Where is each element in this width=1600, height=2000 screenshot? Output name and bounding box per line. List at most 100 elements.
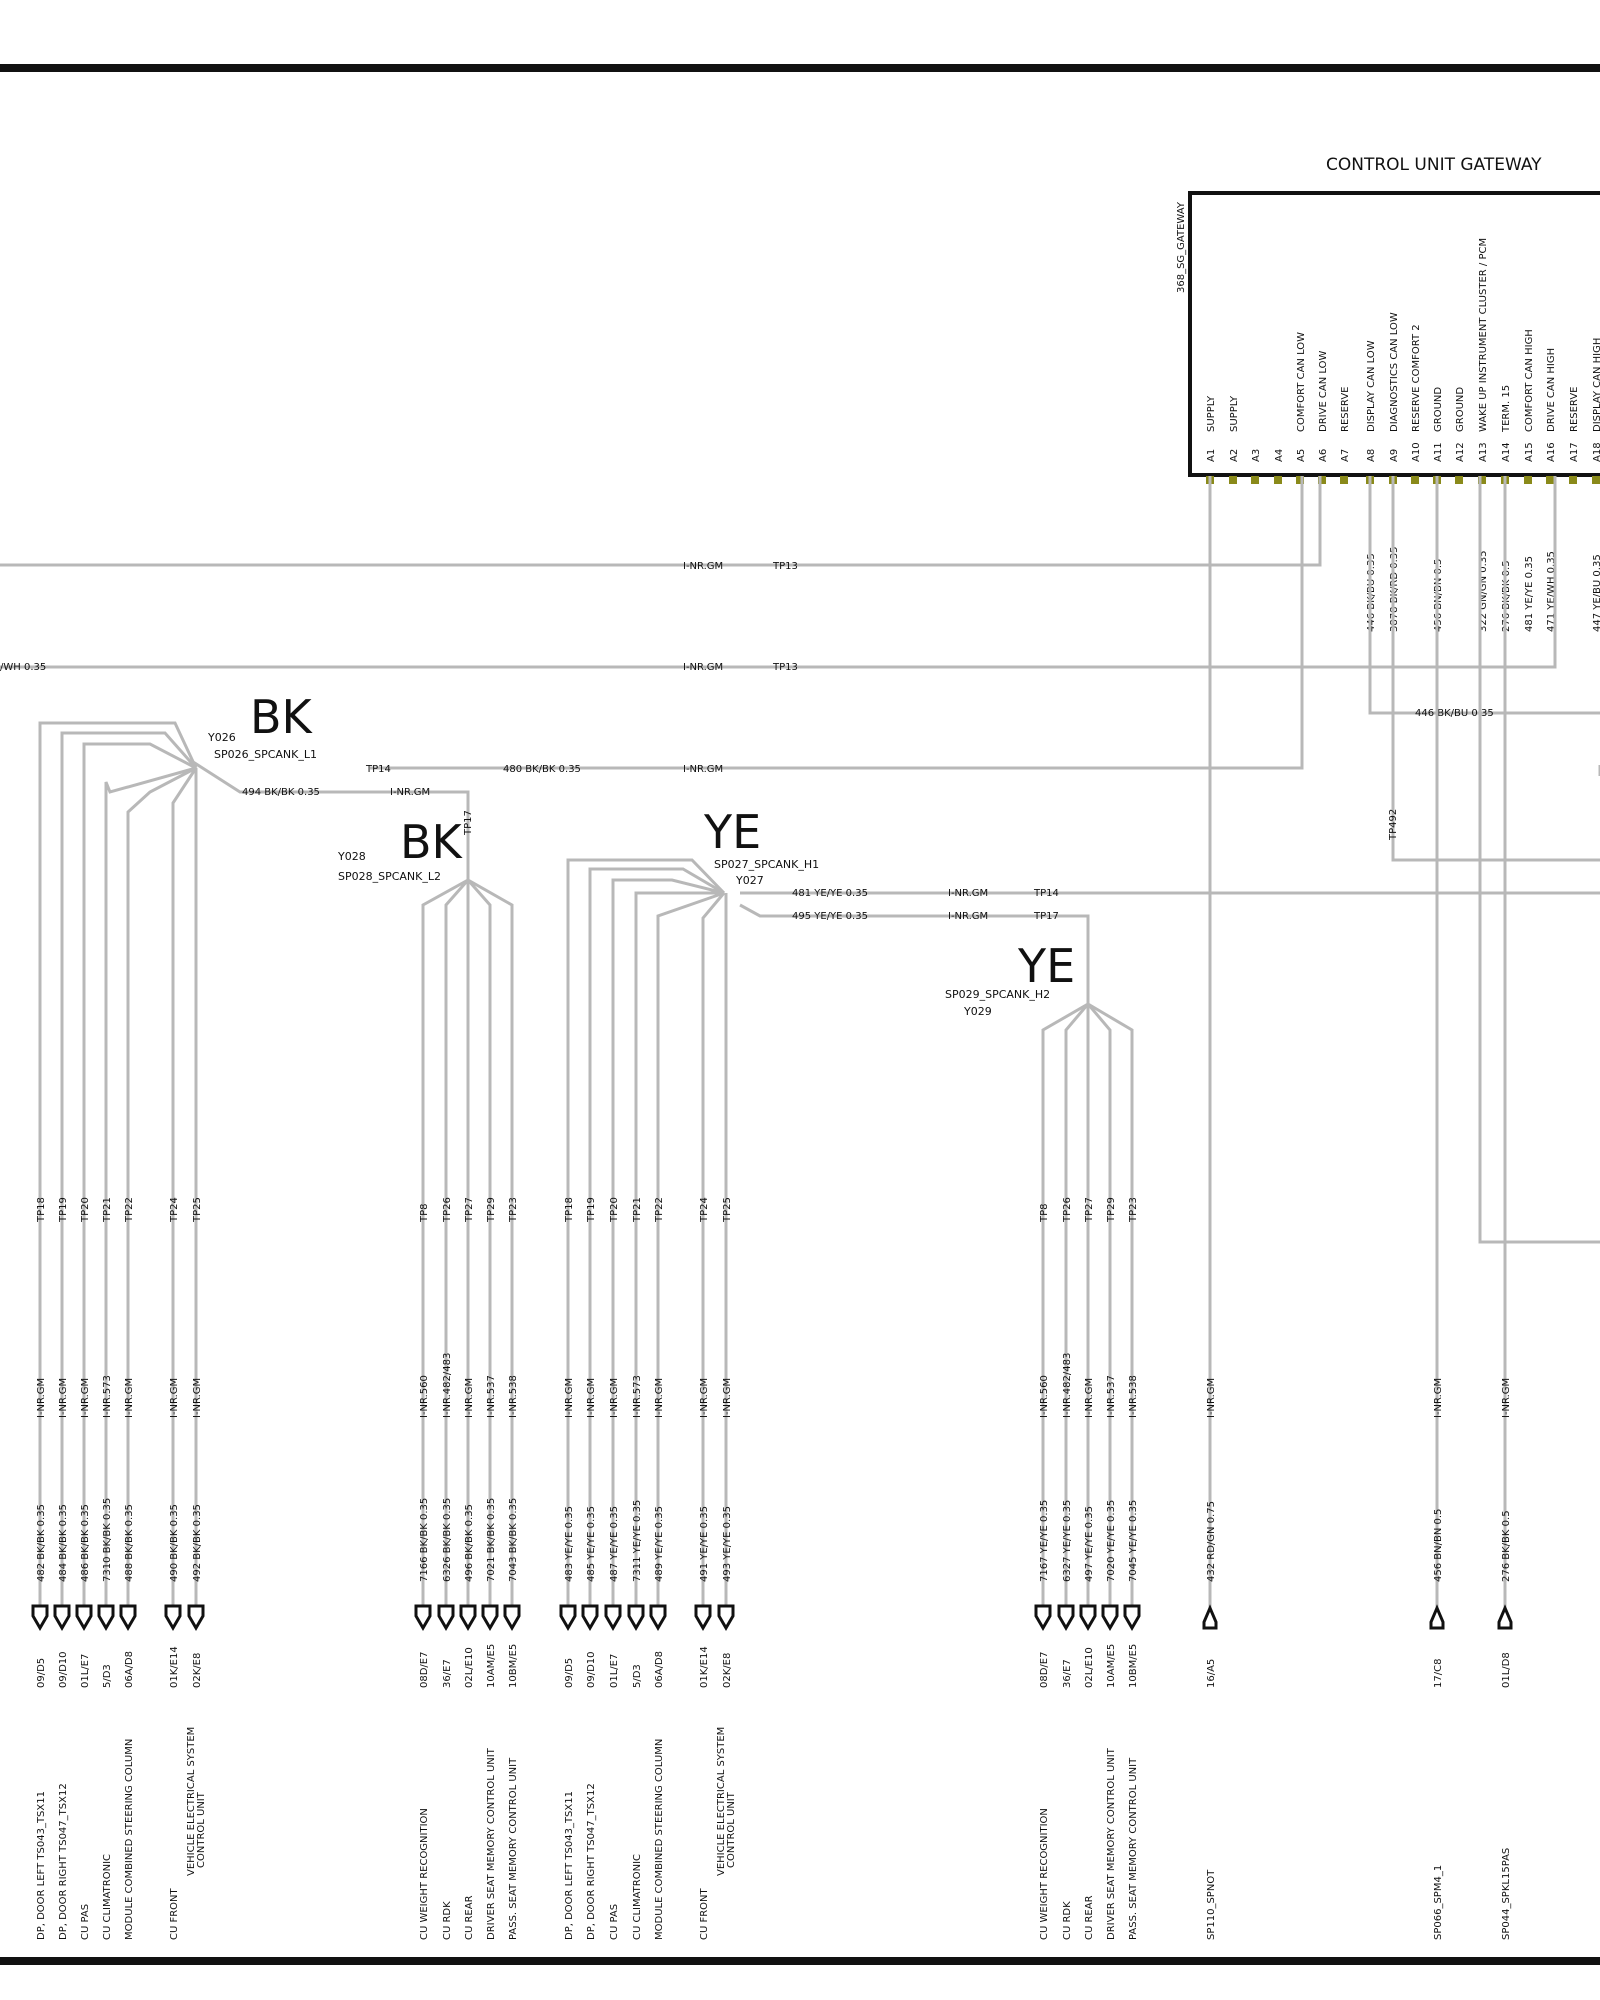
drop-destination-label: CU FRONT	[169, 1887, 180, 1940]
connector-symbol	[559, 1604, 577, 1631]
gateway-pin-number: A13	[1478, 442, 1489, 462]
connector-symbol	[414, 1604, 432, 1631]
drop-tp-label: TP18	[564, 1197, 575, 1223]
drop-destination-label: CU REAR	[464, 1895, 475, 1940]
gateway-pin-number: A17	[1569, 442, 1580, 462]
wire-481-note: I-NR.GM	[948, 888, 988, 899]
connector-symbol	[75, 1604, 93, 1631]
splice-color-y027: YE	[703, 805, 761, 859]
connector-symbol	[604, 1604, 622, 1631]
drop-wire-label: 486 BK/BK 0.35	[80, 1504, 91, 1582]
drop-wire-label: 492 BK/BK 0.35	[192, 1504, 203, 1582]
connector-symbol	[437, 1604, 455, 1631]
drop-destination-label: CU WEIGHT RECOGNITION	[419, 1808, 430, 1940]
splice-name-y028: SP028_SPCANK_L2	[338, 870, 441, 883]
wire-446-label: 446 BK/BU 0.35	[1415, 708, 1494, 719]
bottom-border	[0, 1957, 1600, 1965]
drop-tp-label: TP24	[699, 1197, 710, 1223]
connector-symbol	[187, 1604, 205, 1631]
drop-pin-label: 5/D3	[632, 1664, 643, 1688]
splice-id-y027: Y027	[735, 874, 764, 887]
gateway-pin-number: A11	[1433, 442, 1444, 462]
gateway-pin-name: RESERVE	[1340, 387, 1351, 433]
drop-note-label: I-NR.GM	[1206, 1378, 1217, 1418]
gateway-pin-number: A14	[1501, 442, 1512, 462]
connector-symbol	[1079, 1604, 1097, 1631]
drop-pin-label: 01L/E7	[80, 1654, 91, 1688]
connector-symbol	[164, 1604, 182, 1631]
gateway-wire-label: 322 GN/GN 0.35	[1478, 550, 1489, 632]
drop-pin-label: 06A/D8	[124, 1651, 135, 1688]
drop-tp-label: TP26	[442, 1197, 453, 1223]
wire-480-label: 480 BK/BK 0.35	[503, 764, 581, 775]
row1-note: I-NR.GM	[683, 561, 723, 572]
gateway-pin-name: GROUND	[1433, 387, 1444, 432]
wire-494-note: I-NR.GM	[390, 787, 430, 798]
connector-symbol	[503, 1604, 521, 1631]
drop-destination-label: CU CLIMATRONIC	[102, 1854, 113, 1940]
splice-id-y026: Y026	[207, 731, 236, 744]
tp492-label: TP492	[1388, 809, 1399, 841]
drop-pin-label: 16/A5	[1206, 1659, 1217, 1688]
drop-tp-label: TP19	[58, 1197, 69, 1223]
drop-destination-label: VEHICLE ELECTRICAL SYSTEM	[716, 1727, 727, 1876]
connector-symbol	[459, 1604, 477, 1631]
drop-note-label: I-NR.560	[419, 1375, 430, 1418]
connector-symbol	[1429, 1604, 1445, 1630]
drop-tp-label: TP26	[1062, 1197, 1073, 1223]
drop-pin-label: 01L/D8	[1501, 1652, 1512, 1688]
drop-destination-label: SP110_SPNOT	[1206, 1869, 1217, 1940]
gateway-pin-number: A10	[1411, 442, 1422, 462]
drop-pin-label: 02L/E10	[1084, 1647, 1095, 1688]
drop-tp-label: TP25	[722, 1197, 733, 1223]
drop-wire-label: 490 BK/BK 0.35	[169, 1504, 180, 1582]
drop-tp-label: TP21	[102, 1197, 113, 1223]
drop-wire-label: 7167 YE/YE 0.35	[1039, 1500, 1050, 1582]
drop-note-label: I-NR.GM	[586, 1378, 597, 1418]
gateway-wire-label: 481 YE/YE 0.35	[1524, 556, 1535, 632]
drop-destination-label: CU RDK	[442, 1901, 453, 1940]
connector-symbol	[97, 1604, 115, 1631]
drop-pin-label: 01K/E14	[169, 1646, 180, 1688]
drop-note-label: I-NR.537	[486, 1375, 497, 1418]
drop-destination-label: DRIVER SEAT MEMORY CONTROL UNIT	[486, 1747, 497, 1940]
drop-wire-label: 276 BK/BK 0.5	[1501, 1510, 1512, 1582]
connector-symbol	[1057, 1604, 1075, 1631]
drop-tp-label: TP23	[1128, 1197, 1139, 1223]
wire-494-label: 494 BK/BK 0.35	[242, 787, 320, 798]
splice-fans	[38, 476, 1507, 1620]
splice-color-y029: YE	[1017, 939, 1075, 993]
drop-wire-label: 497 YE/YE 0.35	[1084, 1506, 1095, 1582]
gateway-title: CONTROL UNIT GATEWAY	[1326, 155, 1542, 175]
wire-495-note: I-NR.GM	[948, 911, 988, 922]
gateway-pin-name: RESERVE	[1569, 387, 1580, 433]
drop-pin-label: 02K/E8	[192, 1653, 203, 1688]
gateway-pin-marker	[1546, 476, 1554, 484]
drop-wire-label: 7021 BK/BK 0.35	[486, 1498, 497, 1582]
drop-tp-label: TP27	[1084, 1197, 1095, 1223]
drop-tp-label: TP21	[632, 1197, 643, 1223]
drop-note-label: I-NR.538	[508, 1375, 519, 1418]
connector-symbol	[1497, 1604, 1513, 1630]
connector-symbol	[31, 1604, 49, 1631]
drop-wire-label: 432 RD/GN 0.75	[1206, 1501, 1217, 1582]
gateway-pin-number: A16	[1546, 442, 1557, 462]
drop-pin-label: 02L/E10	[464, 1647, 475, 1688]
gateway-pin-marker	[1274, 476, 1282, 484]
splice-name-y027: SP027_SPCANK_H1	[714, 858, 819, 871]
splice-name-y026: SP026_SPCANK_L1	[214, 748, 317, 761]
drop-pin-label: 02K/E8	[722, 1653, 733, 1688]
row1-tp: TP13	[772, 561, 798, 572]
drop-note-label: I-NR.GM	[1084, 1378, 1095, 1418]
row2-note: I-NR.GM	[683, 662, 723, 673]
connector-symbol	[481, 1604, 499, 1631]
